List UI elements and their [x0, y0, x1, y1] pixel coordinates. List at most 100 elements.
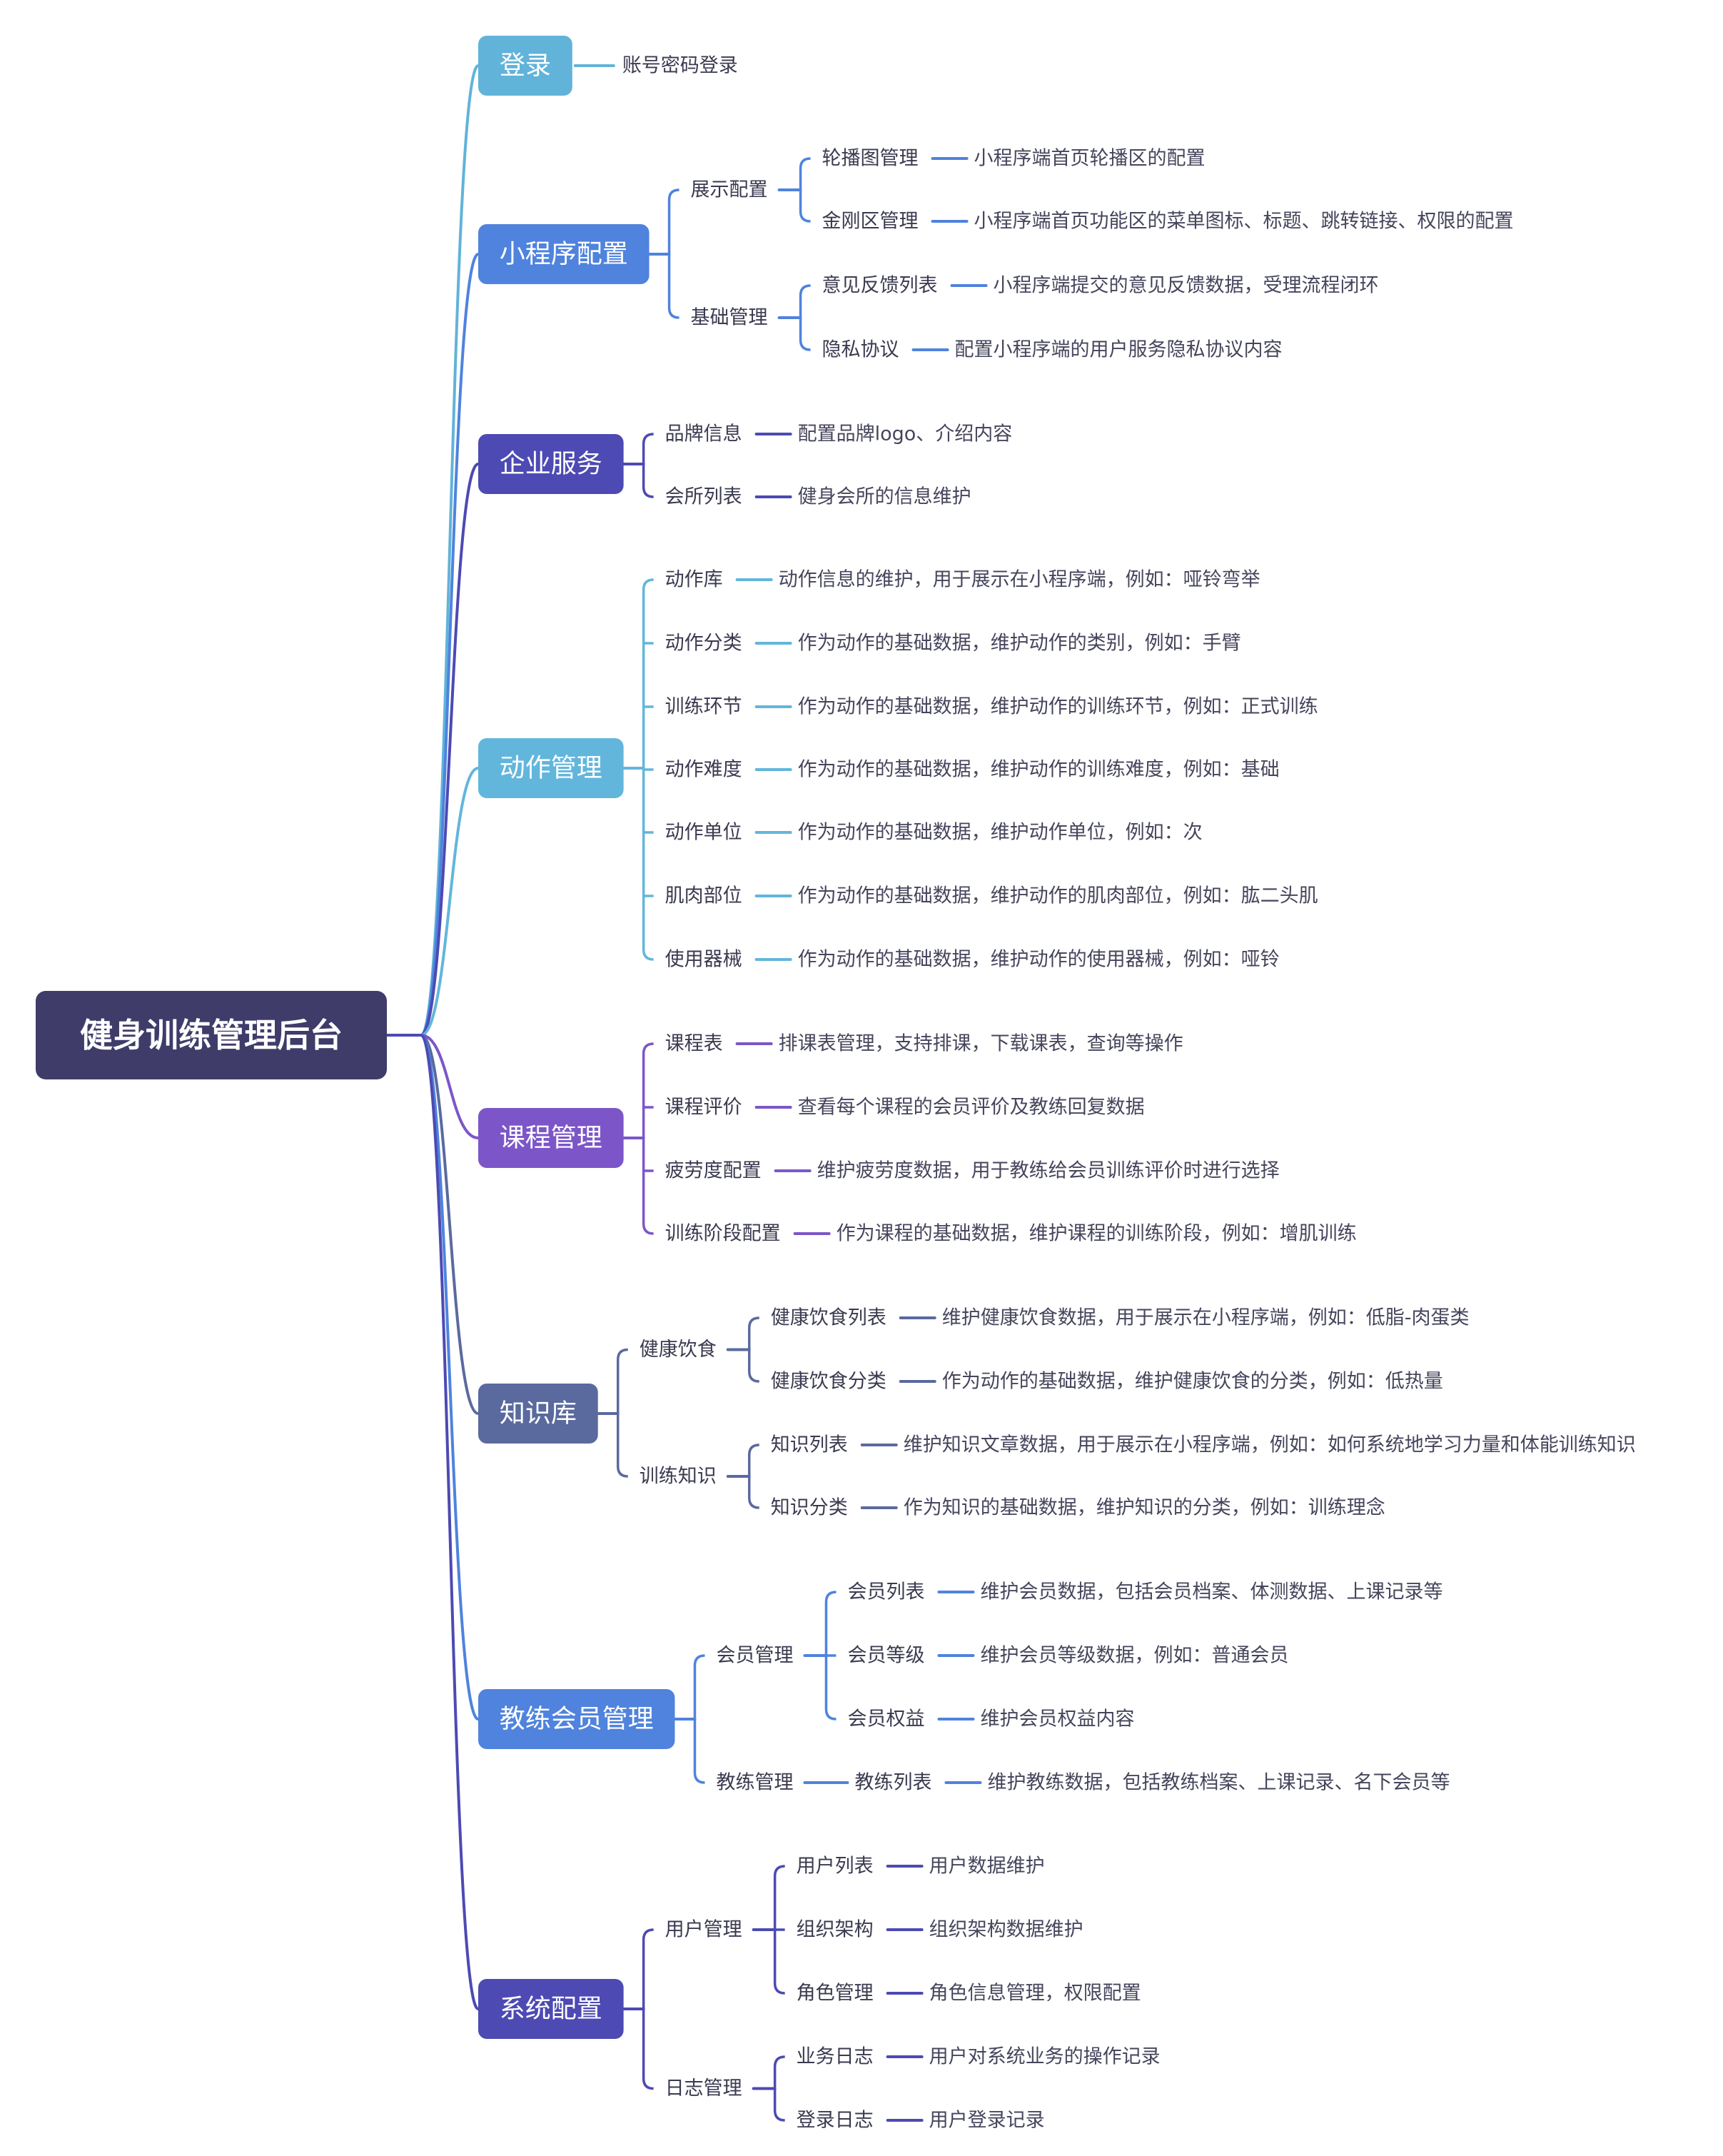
leaf-description: 维护健康饮食数据，用于展示在小程序端，例如：低脂-肉蛋类 — [942, 1307, 1470, 1329]
leaf-label: 组织架构 — [797, 1919, 874, 1941]
child-description: 作为动作的基础数据，维护动作的肌肉部位，例如：肱二头肌 — [798, 885, 1318, 907]
leaf-label: 轮播图管理 — [822, 148, 919, 170]
child-label: 疲劳度配置 — [665, 1160, 762, 1182]
child-label: 训练阶段配置 — [665, 1223, 781, 1245]
leaf-description: 用户登录记录 — [929, 2110, 1045, 2132]
leaf-label: 知识列表 — [771, 1434, 848, 1456]
leaf-label: 健康饮食列表 — [771, 1307, 886, 1329]
root-node-label: 健身训练管理后台 — [80, 1016, 343, 1054]
leaf-description: 维护会员等级数据，例如：普通会员 — [980, 1645, 1288, 1667]
leaf-description: 维护会员数据，包括会员档案、体测数据、上课记录等 — [980, 1581, 1442, 1603]
leaf-description: 配置小程序端的用户服务隐私协议内容 — [955, 339, 1283, 361]
leaf-label: 用户列表 — [797, 1855, 874, 1878]
sub-bracket-line — [693, 1654, 705, 1784]
child-bracket — [642, 1042, 654, 1235]
child-label: 动作单位 — [665, 822, 742, 844]
branch-node-label: 企业服务 — [500, 450, 602, 479]
leaf-label: 健康饮食分类 — [771, 1371, 886, 1393]
mind-map-nodes: 健身训练管理后台登录账号密码登录小程序配置展示配置轮播图管理小程序端首页轮播区的… — [36, 36, 1636, 2132]
branch-node[interactable]: 知识库 — [478, 1384, 598, 1444]
sub-label: 健康饮食 — [640, 1339, 717, 1361]
sub-label: 基础管理 — [691, 307, 768, 329]
branch-node-label: 教练会员管理 — [500, 1705, 654, 1734]
leaf-label: 角色管理 — [797, 1983, 874, 2005]
leaf-bracket-line — [773, 2055, 785, 2122]
root-node-box — [36, 991, 387, 1079]
sub-bracket-line — [616, 1348, 628, 1478]
branch-node-box — [478, 1979, 624, 2039]
branch-node[interactable]: 课程管理 — [478, 1108, 624, 1168]
leaf-label: 登录日志 — [797, 2110, 874, 2132]
child-label: 品牌信息 — [665, 423, 742, 445]
child-description: 动作信息的维护，用于展示在小程序端，例如：哑铃弯举 — [779, 569, 1260, 591]
child-label: 课程评价 — [665, 1097, 742, 1119]
branch-connector — [420, 463, 480, 1037]
branch-node-box — [478, 36, 572, 96]
leaf-bracket-line — [747, 1444, 759, 1509]
leaf-description: 小程序端提交的意见反馈数据，受理流程闭环 — [994, 275, 1379, 297]
leaf-label: 会员列表 — [847, 1581, 924, 1603]
branch-node-label: 小程序配置 — [500, 240, 628, 269]
leaf-description: 作为动作的基础数据，维护健康饮食的分类，例如：低热量 — [942, 1371, 1443, 1393]
child-label: 动作难度 — [665, 759, 742, 781]
child-description: 排课表管理，支持排课，下载课表，查询等操作 — [779, 1033, 1183, 1055]
leaf-bracket — [799, 284, 811, 351]
leaf-bracket-line — [799, 284, 811, 351]
leaf-description: 用户数据维护 — [929, 1855, 1045, 1878]
root-node[interactable]: 健身训练管理后台 — [36, 991, 387, 1079]
sub-label: 教练管理 — [716, 1772, 793, 1794]
child-label: 使用器械 — [665, 949, 742, 971]
leaf-label: 教练列表 — [854, 1772, 931, 1794]
leaf-label: 会员等级 — [847, 1645, 924, 1667]
child-description: 作为动作的基础数据，维护动作的使用器械，例如：哑铃 — [798, 949, 1280, 971]
sub-bracket-line — [642, 1928, 654, 2090]
sub-label: 展示配置 — [691, 179, 768, 201]
leaf-description: 组织架构数据维护 — [929, 1919, 1083, 1941]
branch-node[interactable]: 小程序配置 — [478, 224, 650, 284]
child-label: 训练环节 — [665, 696, 742, 718]
child-label: 会所列表 — [665, 486, 742, 508]
branch-node-box — [478, 1384, 598, 1444]
branch-node-label: 登录 — [500, 51, 551, 81]
leaf-bracket — [773, 2055, 785, 2122]
child-bracket — [642, 433, 654, 498]
leaf-bracket — [824, 1591, 837, 1721]
leaf-bracket — [773, 1865, 785, 1995]
leaf-label: 金刚区管理 — [822, 211, 919, 233]
leaf-label: 会员权益 — [847, 1708, 924, 1731]
leaf-description: 小程序端首页功能区的菜单图标、标题、跳转链接、权限的配置 — [974, 211, 1514, 233]
child-description: 作为课程的基础数据，维护课程的训练阶段，例如：增肌训练 — [837, 1223, 1357, 1245]
leaf-bracket — [747, 1444, 759, 1509]
branch-node-box — [478, 738, 624, 798]
branch-node[interactable]: 系统配置 — [478, 1979, 624, 2039]
branch-node-box — [478, 1689, 675, 1749]
branch-node-box — [478, 224, 650, 284]
branch-connector — [420, 1034, 479, 1139]
branch-connector — [420, 1034, 479, 1415]
branch-connector — [420, 253, 480, 1037]
child-bracket-line — [642, 1042, 654, 1235]
leaf-bracket — [799, 157, 811, 223]
leaf-description: 维护会员权益内容 — [980, 1708, 1134, 1731]
branch-connector — [420, 767, 479, 1037]
branch-node-box — [478, 1108, 624, 1168]
branch-node[interactable]: 动作管理 — [478, 738, 624, 798]
branch-node[interactable]: 登录 — [478, 36, 572, 96]
leaf-description: 用户对系统业务的操作记录 — [929, 2046, 1161, 2068]
branch-node[interactable]: 企业服务 — [478, 434, 624, 494]
branch-node-label: 系统配置 — [500, 1995, 602, 2024]
sub-bracket-line — [667, 188, 679, 319]
child-label: 肌肉部位 — [665, 885, 742, 907]
child-description: 健身会所的信息维护 — [798, 486, 971, 508]
child-label: 动作库 — [665, 569, 723, 591]
leaf-label: 意见反馈列表 — [822, 275, 938, 297]
child-bracket — [642, 578, 654, 961]
child-description: 作为动作的基础数据，维护动作的类别，例如：手臂 — [798, 633, 1241, 655]
branch-connector — [420, 1034, 480, 1721]
child-label: 动作分类 — [665, 633, 742, 655]
leaf-bracket-line — [799, 157, 811, 223]
child-description: 作为动作的基础数据，维护动作的训练环节，例如：正式训练 — [798, 696, 1318, 718]
leaf-bracket-line — [747, 1316, 759, 1383]
branch-node[interactable]: 教练会员管理 — [478, 1689, 675, 1749]
leaf-label: 隐私协议 — [822, 339, 899, 361]
